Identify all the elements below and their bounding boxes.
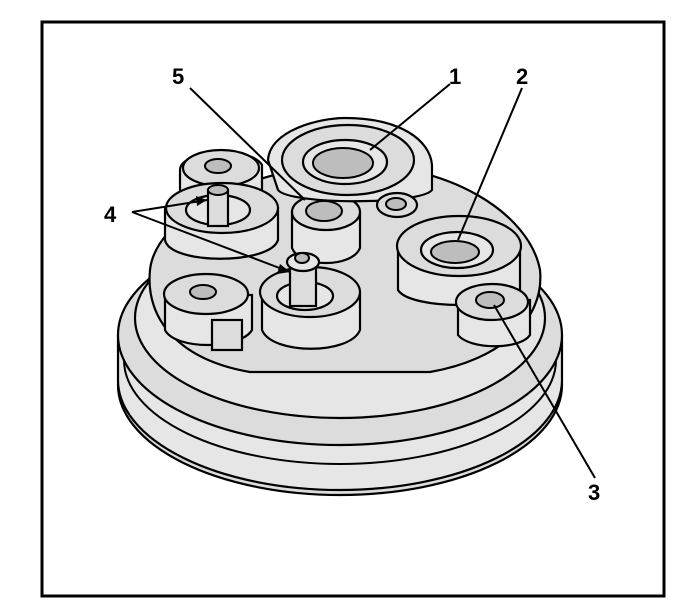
callout-label-4: 4 <box>104 202 117 227</box>
callout-label-3: 3 <box>588 480 600 505</box>
callout-leaders <box>131 83 596 479</box>
valve-seat-upper <box>163 181 280 260</box>
leader-1 <box>369 83 451 151</box>
port-1-boss <box>266 116 434 203</box>
leader-2 <box>457 87 523 241</box>
port-2-boss <box>395 214 523 307</box>
callout-label-5: 5 <box>172 64 184 89</box>
leader-4a <box>131 199 208 213</box>
leader-4b <box>131 211 291 273</box>
center-port <box>290 192 362 265</box>
leader-3 <box>493 304 596 479</box>
leader-5 <box>189 87 306 201</box>
bolt-hole-lower-left <box>162 272 254 352</box>
bolt-hole-3 <box>454 282 532 348</box>
callout-label-2: 2 <box>516 64 528 89</box>
bolt-hole-center-right <box>375 191 419 219</box>
valve-seat-lower <box>258 251 362 350</box>
arrowhead-4b <box>277 264 290 274</box>
arrowhead-4a <box>196 196 207 206</box>
callout-label-1: 1 <box>449 64 461 89</box>
